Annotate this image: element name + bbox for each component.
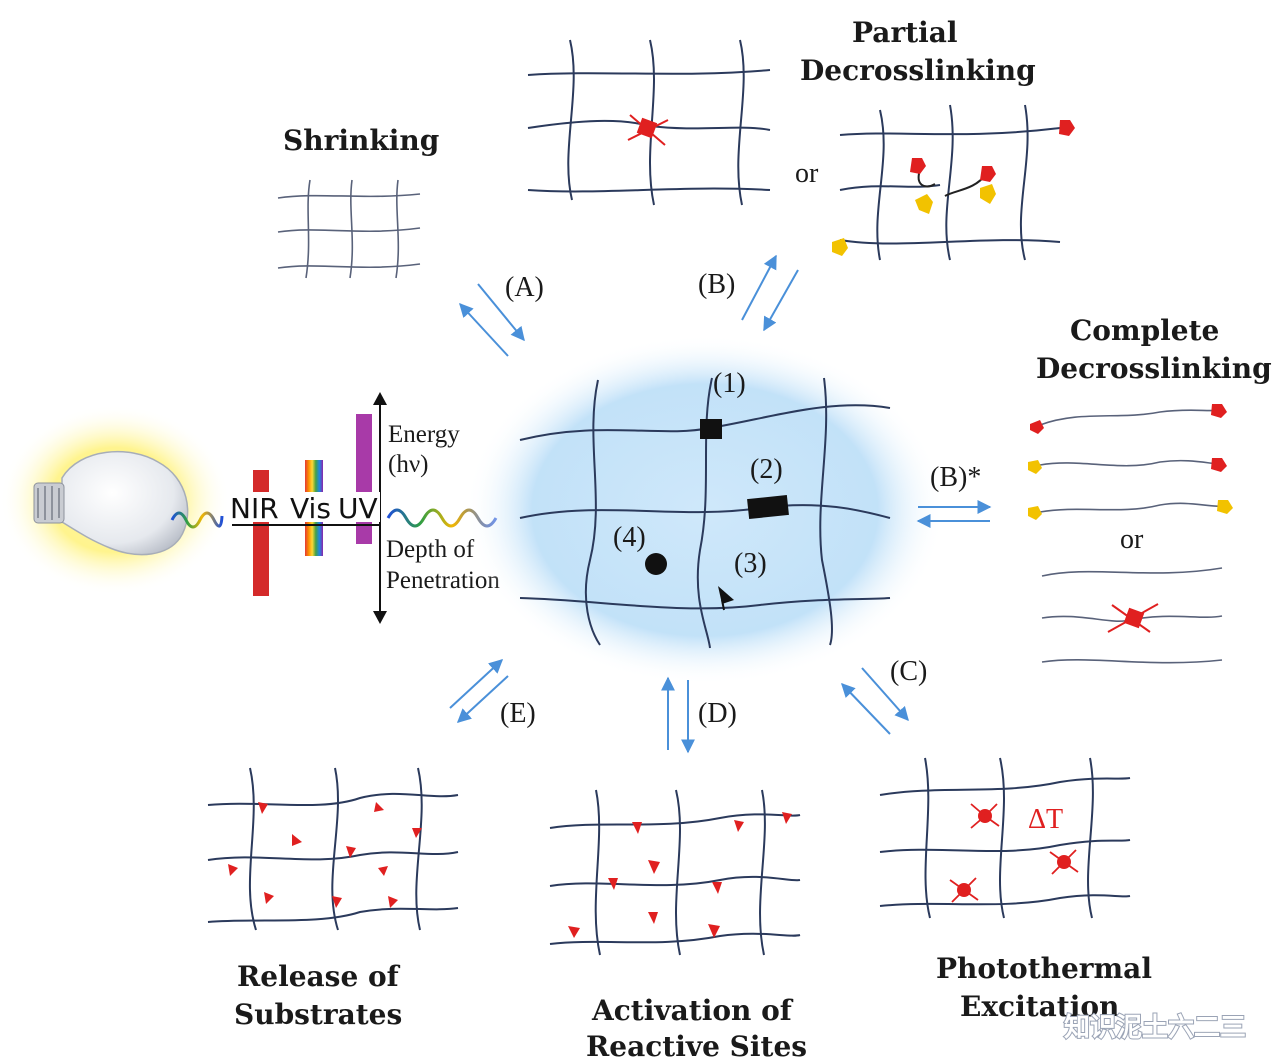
uv-label: UV (338, 492, 378, 525)
arrow-A (459, 283, 525, 357)
pathway-B-star-label: (B)* (930, 462, 981, 493)
nir-bar (253, 470, 269, 596)
activation-network (549, 789, 801, 956)
arrow-C (841, 667, 909, 735)
depth-label: Depth of (386, 536, 475, 563)
photothermal-title-2: Excitation (960, 990, 1119, 1023)
release-network (207, 767, 459, 931)
site-2-label: (2) (750, 454, 783, 485)
site-1-marker (700, 419, 722, 439)
site-2-marker (747, 494, 789, 520)
partial-network-a (527, 39, 771, 206)
energy-unit-label: (hν) (388, 451, 428, 478)
activation-title-2: Reactive Sites (586, 1030, 807, 1060)
arrow-E (449, 659, 509, 723)
site-4-label: (4) (613, 522, 646, 553)
energy-label: Energy (388, 421, 460, 448)
pathway-D-label: (D) (698, 698, 737, 729)
pathway-B-label: (B) (698, 269, 735, 300)
nir-label: NIR (230, 492, 279, 525)
watermark: 知识泥土六二三 (1064, 1013, 1246, 1043)
site-4-marker (645, 553, 667, 575)
heat-source-icon (970, 803, 1000, 829)
partial-network-b (832, 104, 1075, 261)
pathway-A-label: (A) (505, 272, 544, 303)
or-top: or (795, 158, 819, 189)
release-title-1: Release of (237, 960, 401, 993)
photothermal-title-1: Photothermal (936, 952, 1152, 985)
release-title-2: Substrates (234, 998, 402, 1031)
light-bulb-icon (0, 405, 230, 595)
shrinking-title: Shrinking (283, 124, 439, 157)
light-wave-left (170, 511, 224, 529)
delta-t-label: ΔT (1028, 804, 1063, 835)
complete-strands-b (1041, 567, 1223, 664)
central-network: (1) (2) (4) (3) (465, 335, 945, 685)
site-1-label: (1) (713, 368, 746, 399)
arrow-D (661, 676, 695, 754)
partial-title-1: Partial (852, 16, 958, 49)
arrow-B-star (916, 500, 992, 528)
shrinking-network (277, 179, 421, 279)
complete-title-1: Complete (1070, 314, 1219, 347)
broken-crosslink-icon (627, 114, 669, 146)
partial-title-2: Decrosslinking (800, 54, 1036, 87)
heat-source-icon (949, 877, 979, 903)
vis-label: Vis (290, 492, 331, 525)
arrow-B (741, 254, 799, 332)
activation-title-1: Activation of (591, 994, 794, 1027)
site-3-label: (3) (734, 548, 767, 579)
complete-strands (1028, 404, 1233, 520)
pathway-C-label: (C) (890, 656, 927, 687)
complete-title-2: Decrosslinking (1036, 352, 1272, 385)
heat-source-icon (1049, 849, 1079, 875)
pathway-E-label: (E) (500, 698, 536, 729)
site-3-marker (718, 586, 734, 604)
spectrum-graphic: NIR Vis UV Energy (hν) Depth of Penetrat… (228, 392, 500, 624)
photothermal-network: ΔT (879, 757, 1131, 919)
or-right: or (1120, 524, 1144, 555)
